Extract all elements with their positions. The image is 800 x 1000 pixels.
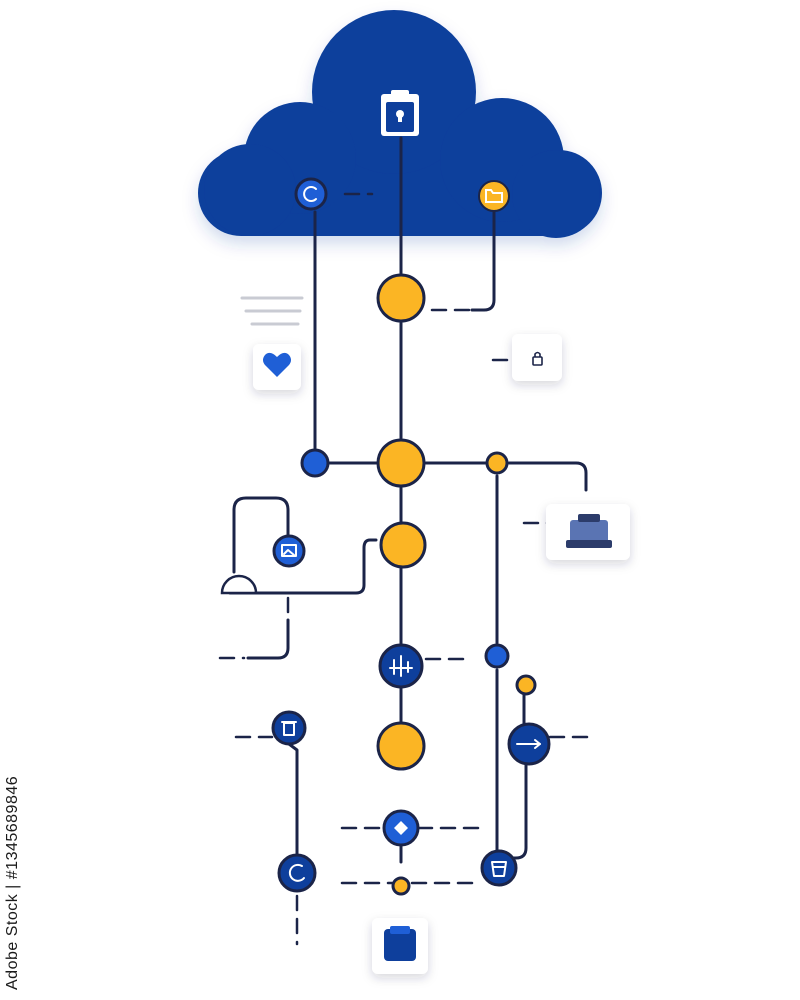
small-hub-node[interactable] bbox=[391, 876, 411, 896]
device-icon bbox=[566, 514, 612, 548]
dashed-connectors bbox=[218, 192, 592, 946]
diamond-icon[interactable] bbox=[382, 809, 420, 847]
hub-node[interactable] bbox=[376, 273, 426, 323]
small-hub-node[interactable] bbox=[485, 451, 509, 475]
hub-node[interactable] bbox=[376, 721, 426, 771]
stock-id-watermark: Adobe Stock | #1345689846 bbox=[4, 775, 21, 990]
connection-lines bbox=[228, 136, 588, 864]
box-icon bbox=[384, 926, 416, 961]
cloud-shape bbox=[198, 10, 602, 238]
text-placeholder-lines bbox=[240, 296, 304, 326]
gear-icon[interactable] bbox=[378, 643, 424, 689]
trash-icon[interactable] bbox=[271, 710, 307, 746]
hub-node[interactable] bbox=[379, 521, 427, 569]
heart-icon bbox=[263, 352, 291, 377]
cup-icon[interactable] bbox=[480, 849, 518, 887]
arrow-icon[interactable] bbox=[507, 722, 551, 766]
device-card[interactable] bbox=[546, 504, 630, 560]
semicircle-marker bbox=[220, 574, 258, 595]
small-hub-node[interactable] bbox=[515, 674, 537, 696]
box-tile[interactable] bbox=[372, 918, 428, 974]
image-icon[interactable] bbox=[272, 534, 306, 568]
endpoint-node[interactable] bbox=[300, 448, 330, 478]
hub-node[interactable] bbox=[376, 438, 426, 488]
lock-icon bbox=[381, 90, 419, 136]
small-lock-icon bbox=[532, 351, 543, 366]
heart-tile[interactable] bbox=[253, 344, 301, 390]
endpoint-node[interactable] bbox=[484, 643, 510, 669]
refresh-icon bbox=[294, 177, 328, 211]
lock-tile[interactable] bbox=[512, 334, 562, 381]
refresh-icon[interactable] bbox=[277, 853, 317, 893]
folder-icon bbox=[478, 180, 510, 212]
